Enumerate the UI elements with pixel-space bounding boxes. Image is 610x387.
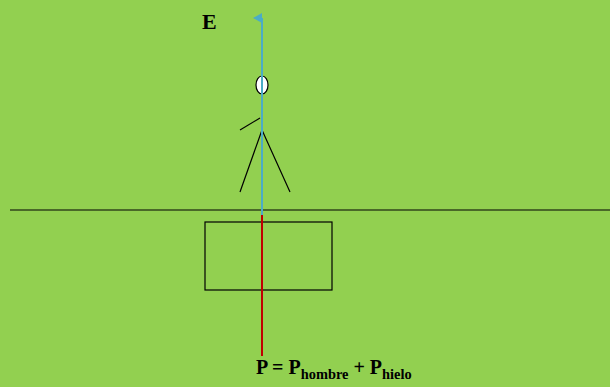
ice-block bbox=[205, 222, 332, 290]
force-label: E bbox=[202, 9, 217, 35]
buoyancy-arrow bbox=[261, 18, 263, 215]
subscript: hombre bbox=[301, 366, 349, 382]
water-line bbox=[10, 209, 610, 210]
weight-arrow bbox=[261, 215, 263, 375]
man-figure bbox=[240, 76, 290, 192]
formula-label: P = Phombre+ Phielo bbox=[256, 356, 412, 380]
formula-part: P = P bbox=[256, 356, 301, 378]
subscript: hielo bbox=[382, 366, 412, 382]
formula-part: + P bbox=[353, 356, 382, 378]
